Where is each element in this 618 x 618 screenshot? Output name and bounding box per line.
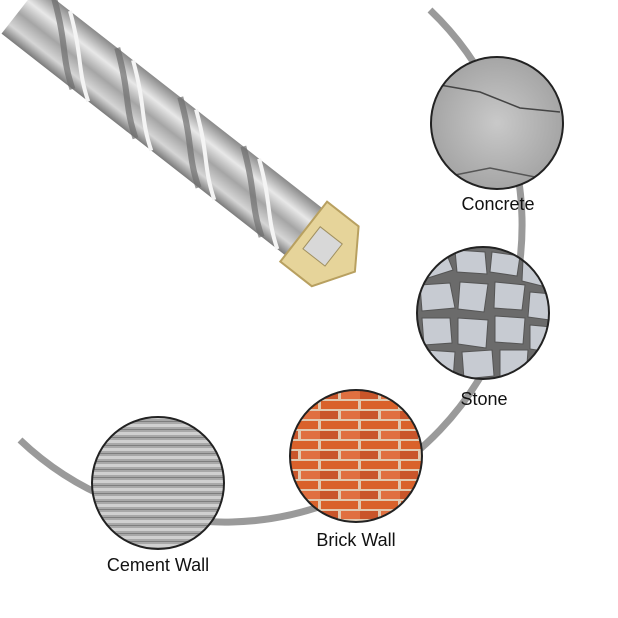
drill-bit-image bbox=[1, 0, 360, 288]
concrete-texture bbox=[431, 57, 563, 189]
brick-texture bbox=[290, 390, 422, 522]
cement-wall-label: Cement Wall bbox=[106, 555, 210, 575]
stone-label: Stone bbox=[460, 389, 508, 409]
brick-wall-label: Brick Wall bbox=[316, 530, 396, 550]
concrete-label: Concrete bbox=[461, 194, 535, 214]
cement-texture bbox=[92, 417, 224, 549]
